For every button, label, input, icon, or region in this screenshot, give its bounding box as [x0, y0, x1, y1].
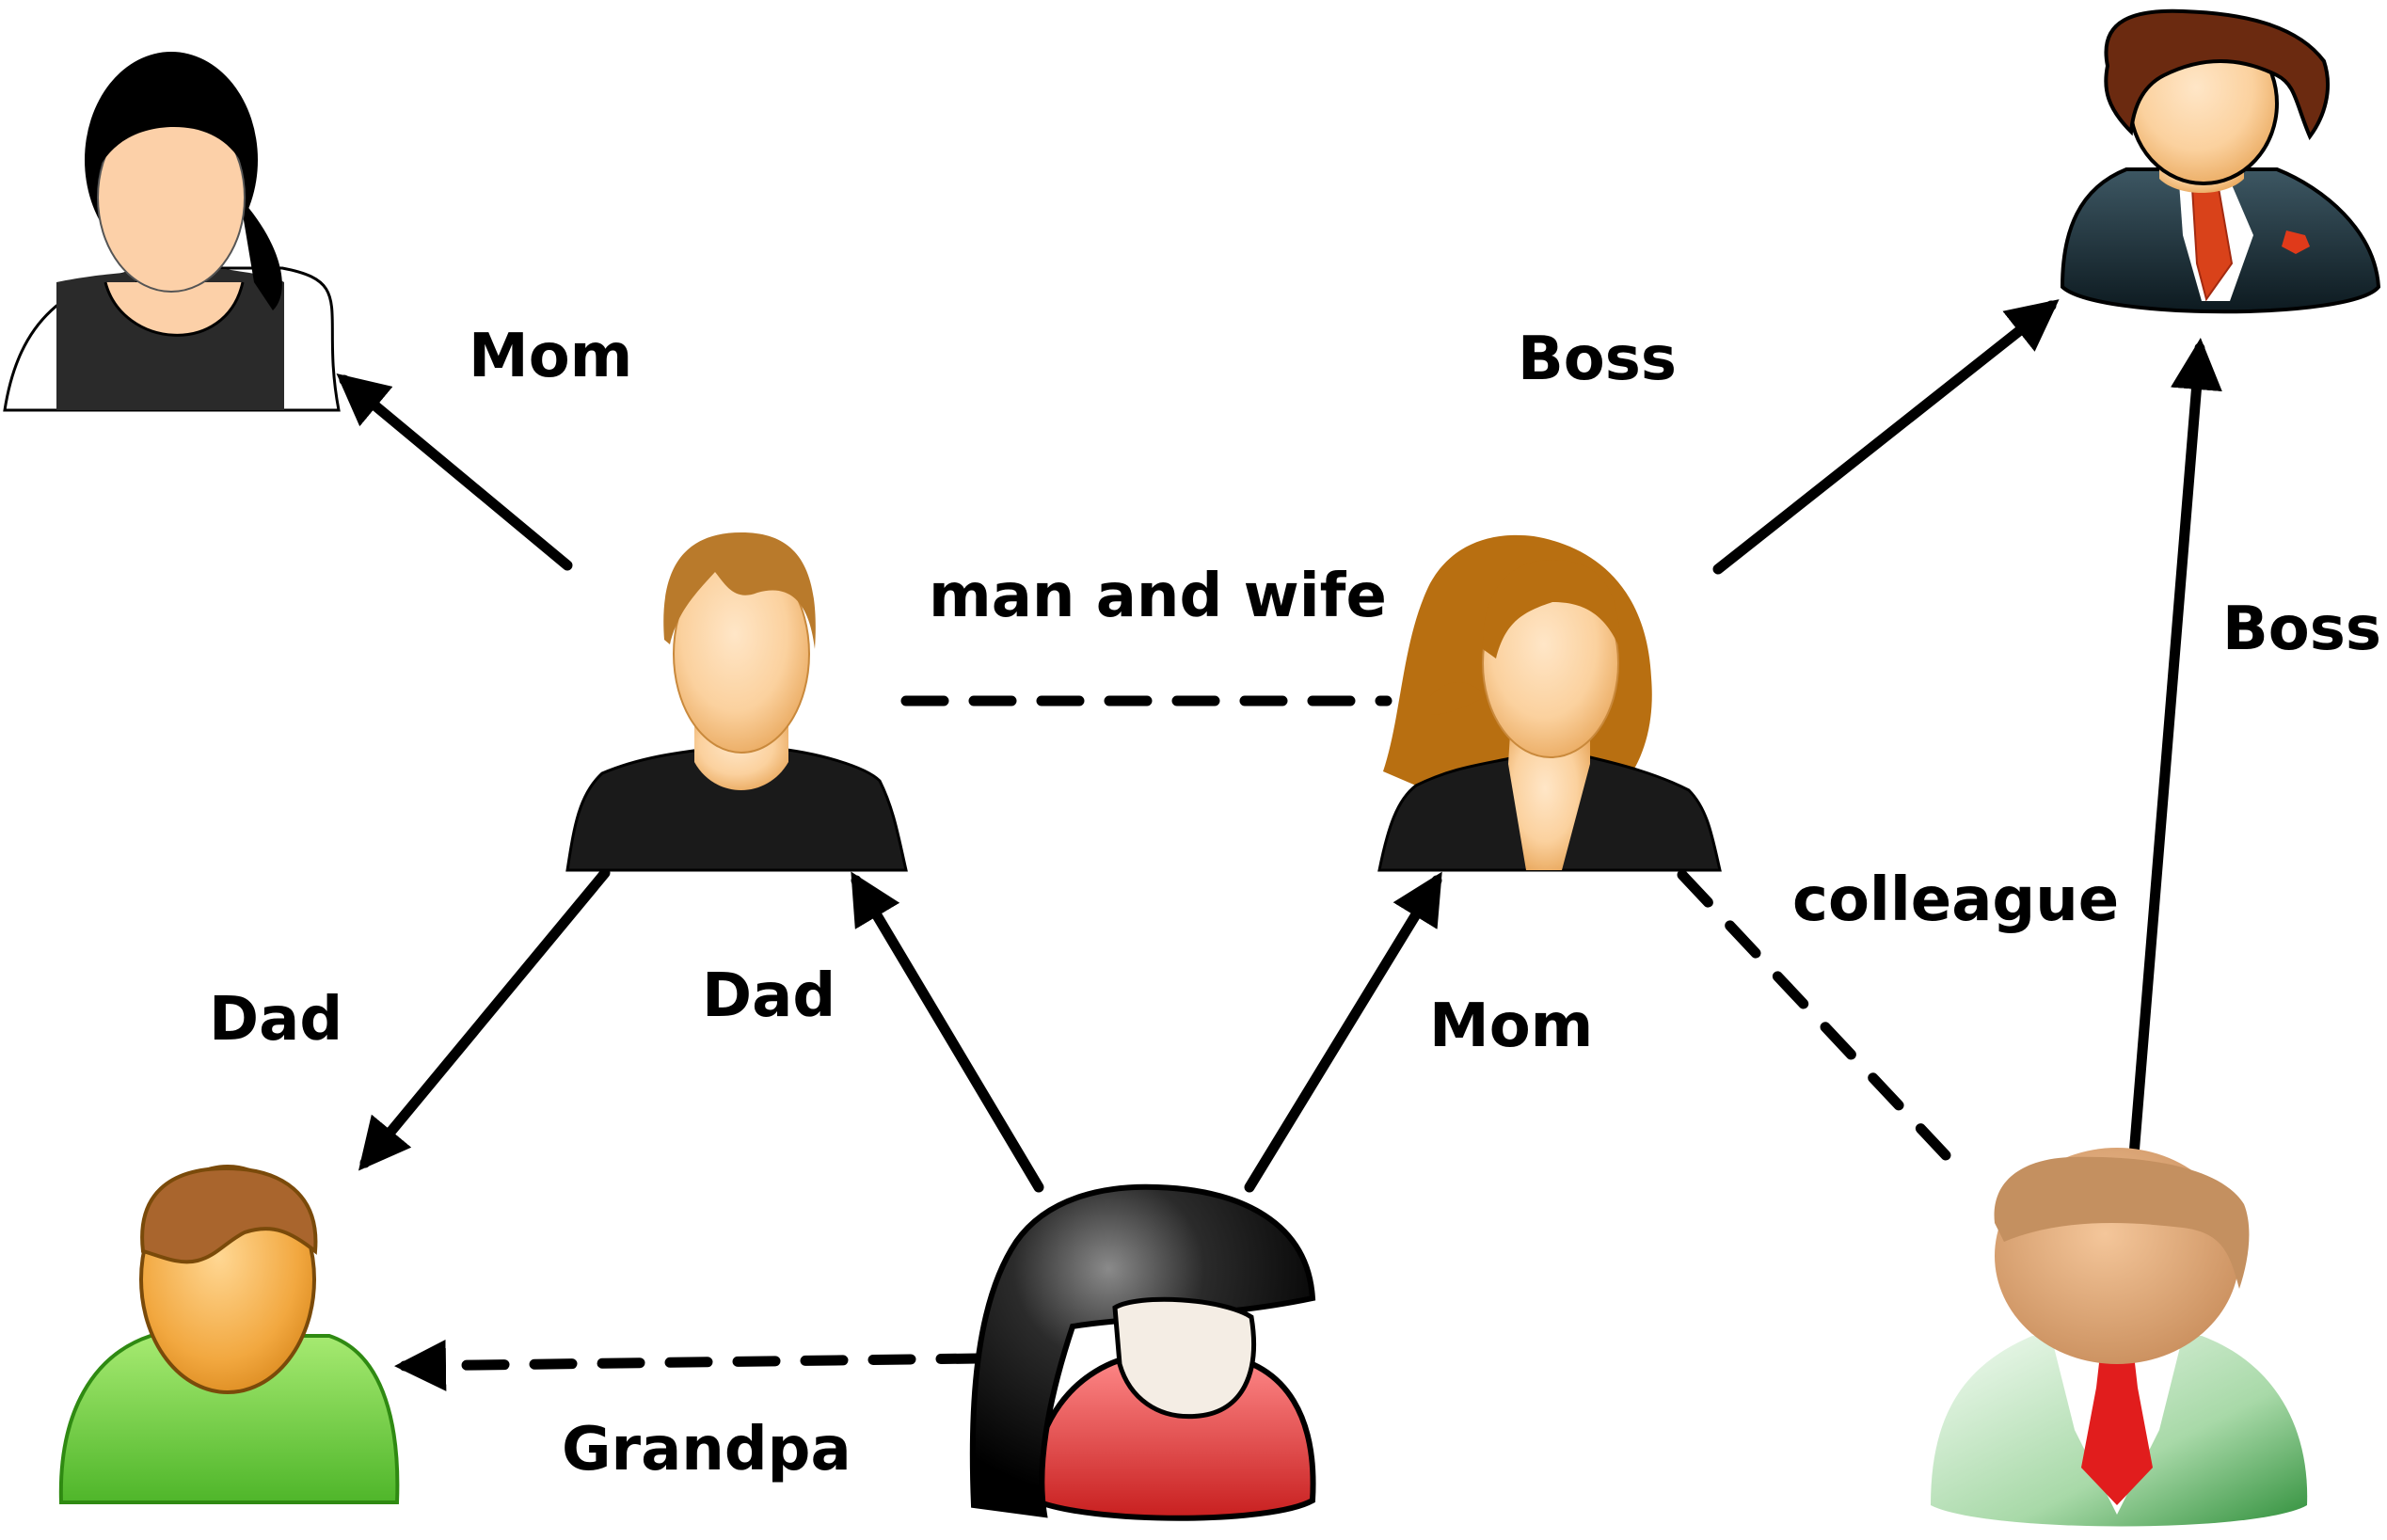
label-colleague: colleague — [1792, 865, 2119, 935]
label-mom-mid: Mom — [1429, 992, 1593, 1061]
label-man-and-wife: man and wife — [929, 562, 1387, 631]
man-green-suit-icon — [1931, 1148, 2308, 1527]
label-dad-left: Dad — [209, 985, 342, 1055]
edge-child-to-mom — [1244, 871, 1442, 1193]
edge-child-to-dad — [851, 871, 1044, 1193]
edge-labels: Mom Boss Boss man and wife colleague Dad… — [209, 322, 2381, 1484]
label-boss-top: Boss — [1518, 325, 1677, 394]
woman-black-dress-icon — [3, 52, 341, 412]
edge-colleague-to-boss — [2128, 338, 2222, 1161]
edge-colleague — [1677, 869, 1951, 1161]
connectors — [336, 299, 2222, 1391]
edge-child-to-grandpa — [394, 1339, 984, 1391]
businessman-suit-icon — [2060, 8, 2381, 314]
woman-brown-hair-icon — [1377, 534, 1722, 872]
label-mom-top: Mom — [469, 322, 632, 391]
label-boss-right: Boss — [2222, 595, 2381, 664]
edge-dad-to-grandpa — [358, 867, 611, 1171]
label-dad-mid: Dad — [702, 961, 835, 1031]
man-black-shirt-icon — [565, 532, 908, 872]
girl-red-shirt-icon — [969, 1183, 1316, 1521]
edge-dad-to-grandma — [336, 373, 573, 571]
edge-mom-to-boss — [1712, 299, 2060, 575]
man-green-shirt-icon — [58, 1165, 400, 1504]
label-grandpa: Grandpa — [562, 1415, 851, 1484]
